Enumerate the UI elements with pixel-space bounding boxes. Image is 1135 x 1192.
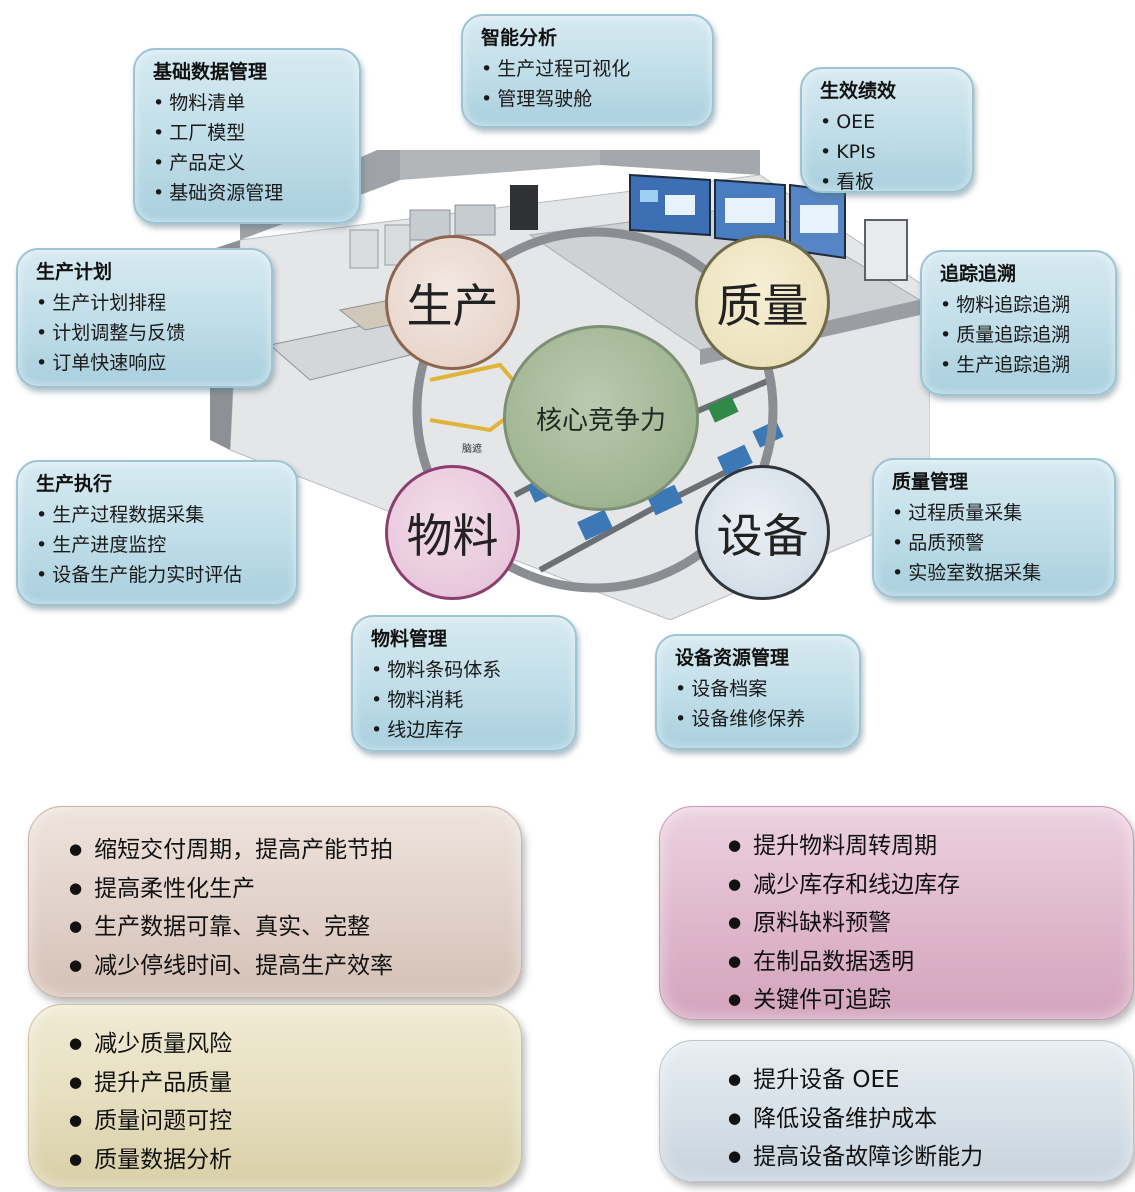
panel-equipment-benefits: 提升设备 OEE 降低设备维护成本 提高设备故障诊断能力	[659, 1040, 1134, 1182]
panel-item: 在制品数据透明	[728, 943, 1133, 982]
dashboard-screens	[629, 173, 846, 260]
box-item: 产品定义	[153, 148, 345, 178]
panel-item: 关键件可追踪	[728, 981, 1133, 1020]
box-title: 生产执行	[36, 473, 113, 495]
circle-production: 生产	[385, 235, 520, 370]
circle-equipment: 设备	[695, 465, 830, 600]
ring	[412, 227, 778, 593]
box-item: 生产过程数据采集	[36, 500, 282, 530]
box-item: 计划调整与反馈	[36, 318, 257, 348]
panel-item: 提升产品质量	[69, 1064, 521, 1103]
core-competitiveness-circle: 核心竞争力	[503, 325, 699, 511]
box-item: 质量追踪追溯	[940, 320, 1101, 350]
circle-quality: 质量	[695, 235, 830, 370]
box-item: 看板	[820, 167, 958, 197]
box-equipment-management: 设备资源管理 设备档案 设备维修保养	[655, 634, 861, 750]
panel-item: 缩短交付周期，提高产能节拍	[69, 831, 521, 870]
box-basic-data: 基础数据管理 物料清单 工厂模型 产品定义 基础资源管理	[133, 48, 361, 224]
box-item: 物料条码体系	[371, 655, 561, 685]
panel-item: 提升设备 OEE	[728, 1061, 1133, 1100]
panel-item: 提高设备故障诊断能力	[728, 1138, 1133, 1177]
circle-material: 物料	[385, 465, 520, 600]
box-item: 生产过程可视化	[481, 54, 698, 84]
box-item: 线边库存	[371, 715, 561, 745]
panel-item: 生产数据可靠、真实、完整	[69, 908, 521, 947]
box-title: 智能分析	[481, 27, 558, 49]
panel-item: 原料缺料预警	[728, 904, 1133, 943]
box-title: 设备资源管理	[675, 647, 790, 669]
box-item: 设备维修保养	[675, 704, 845, 734]
box-title: 基础数据管理	[153, 61, 268, 83]
box-title: 生效绩效	[820, 80, 897, 102]
box-item: 订单快速响应	[36, 348, 257, 378]
box-item: 生产进度监控	[36, 530, 282, 560]
panel-item: 提高柔性化生产	[69, 870, 521, 909]
box-title: 质量管理	[892, 471, 969, 493]
box-quality-management: 质量管理 过程质量采集 品质预警 实验室数据采集	[872, 458, 1116, 598]
box-item: 设备生产能力实时评估	[36, 560, 282, 590]
box-title: 物料管理	[371, 628, 448, 650]
box-traceability: 追踪追溯 物料追踪追溯 质量追踪追溯 生产追踪追溯	[920, 250, 1117, 396]
box-item: 工厂模型	[153, 118, 345, 148]
box-item: 实验室数据采集	[892, 558, 1100, 588]
box-title: 追踪追溯	[940, 263, 1017, 285]
panel-item: 质量问题可控	[69, 1102, 521, 1141]
panel-production-benefits: 缩短交付周期，提高产能节拍 提高柔性化生产 生产数据可靠、真实、完整 减少停线时…	[28, 806, 522, 998]
box-production-execution: 生产执行 生产过程数据采集 生产进度监控 设备生产能力实时评估	[16, 460, 298, 606]
floor-label: 脑遮	[462, 442, 482, 455]
factory-scene: 脑遮 生产 质量 物料 设备 核心竞争力	[200, 135, 931, 621]
box-item: KPIs	[820, 137, 958, 167]
box-item: 基础资源管理	[153, 178, 345, 208]
box-item: 生产计划排程	[36, 288, 257, 318]
panel-item: 提升物料周转周期	[728, 827, 1133, 866]
box-smart-analysis: 智能分析 生产过程可视化 管理驾驶舱	[461, 14, 714, 128]
box-title: 生产计划	[36, 261, 113, 283]
panel-material-benefits: 提升物料周转周期 减少库存和线边库存 原料缺料预警 在制品数据透明 关键件可追踪	[659, 806, 1134, 1020]
box-production-plan: 生产计划 生产计划排程 计划调整与反馈 订单快速响应	[16, 248, 273, 388]
box-item: 管理驾驶舱	[481, 84, 698, 114]
panel-item: 减少质量风险	[69, 1025, 521, 1064]
box-item: 品质预警	[892, 528, 1100, 558]
box-item: 设备档案	[675, 674, 845, 704]
box-item: 物料消耗	[371, 685, 561, 715]
box-item: 过程质量采集	[892, 498, 1100, 528]
box-item: OEE	[820, 107, 958, 137]
box-item: 生产追踪追溯	[940, 350, 1101, 380]
panel-item: 降低设备维护成本	[728, 1100, 1133, 1139]
panel-item: 减少库存和线边库存	[728, 866, 1133, 905]
box-item: 物料清单	[153, 88, 345, 118]
panel-item: 减少停线时间、提高生产效率	[69, 947, 521, 986]
box-item: 物料追踪追溯	[940, 290, 1101, 320]
panel-quality-benefits: 减少质量风险 提升产品质量 质量问题可控 质量数据分析	[28, 1004, 522, 1188]
panel-item: 质量数据分析	[69, 1141, 521, 1180]
box-performance: 生效绩效 OEE KPIs 看板	[800, 67, 974, 193]
box-material-management: 物料管理 物料条码体系 物料消耗 线边库存	[351, 615, 577, 752]
